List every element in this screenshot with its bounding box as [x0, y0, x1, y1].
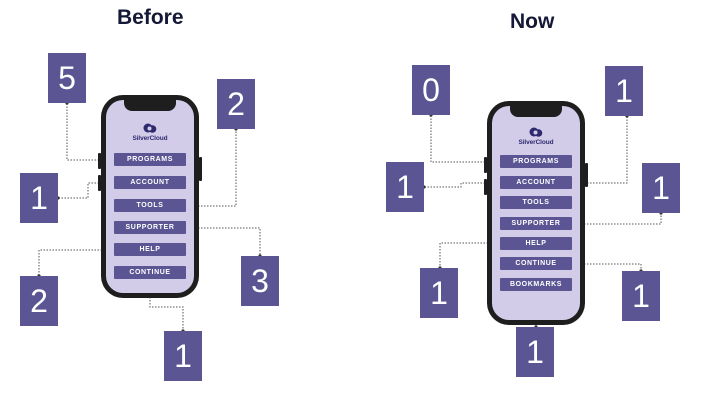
- connector-tools-now: [572, 116, 628, 184]
- programs-button-before[interactable]: PROGRAMS: [114, 153, 186, 166]
- tools-button-now[interactable]: TOOLS: [500, 196, 572, 209]
- continue-button-now[interactable]: CONTINUE: [500, 257, 572, 270]
- count-continue-now: 1: [622, 271, 660, 321]
- connector-continue-now: [572, 263, 642, 271]
- connector-supporter-before: [186, 227, 261, 256]
- connector-help-before: [38, 249, 114, 276]
- count-programs-before: 5: [48, 53, 86, 103]
- programs-button-now[interactable]: PROGRAMS: [500, 155, 572, 168]
- count-tools-before: 2: [217, 79, 255, 129]
- phone-notch: [510, 106, 562, 117]
- silvercloud-logo: SilverCloud: [492, 126, 580, 146]
- supporter-button-before[interactable]: SUPPORTER: [114, 221, 186, 234]
- brand-name: SilverCloud: [132, 135, 168, 142]
- phone-notch: [124, 100, 176, 111]
- cloud-icon: [529, 127, 543, 137]
- phone-screen-before: SilverCloud: [106, 100, 194, 293]
- cloud-icon: [143, 123, 157, 133]
- silvercloud-logo: SilverCloud: [106, 122, 194, 142]
- account-button-now[interactable]: ACCOUNT: [500, 176, 572, 189]
- bookmarks-button-now[interactable]: BOOKMARKS: [500, 278, 572, 291]
- count-supporter-now: 1: [642, 163, 680, 213]
- count-supporter-before: 3: [241, 256, 279, 306]
- connector-account-now: [424, 182, 500, 188]
- count-help-before: 2: [20, 276, 58, 326]
- now-heading: Now: [510, 10, 555, 33]
- tools-button-before[interactable]: TOOLS: [114, 199, 186, 212]
- brand-name: SilverCloud: [518, 139, 554, 146]
- count-programs-now: 0: [412, 65, 450, 115]
- count-account-now: 1: [386, 162, 424, 212]
- connector-programs-now: [430, 115, 500, 163]
- phone-side-button: [98, 175, 101, 191]
- help-button-before[interactable]: HELP: [114, 243, 186, 256]
- help-button-now[interactable]: HELP: [500, 237, 572, 250]
- continue-button-before[interactable]: CONTINUE: [114, 266, 186, 279]
- phone-before: SilverCloud: [98, 95, 202, 298]
- account-button-before[interactable]: ACCOUNT: [114, 176, 186, 189]
- count-tools-now: 1: [605, 66, 643, 116]
- connector-continue-before: [149, 279, 184, 331]
- connector-help-now: [439, 242, 500, 268]
- count-continue-before: 1: [164, 331, 202, 381]
- phone-side-button: [199, 157, 202, 181]
- count-bookmarks-now: 1: [516, 327, 554, 377]
- count-account-before: 1: [20, 173, 58, 223]
- count-help-now: 1: [420, 268, 458, 318]
- before-heading: Before: [117, 6, 184, 29]
- phone-side-button: [484, 179, 487, 195]
- phone-now: SilverCloud: [484, 101, 588, 325]
- phone-side-button: [585, 163, 588, 187]
- phone-side-button: [484, 157, 487, 173]
- connector-supporter-now: [572, 213, 662, 225]
- supporter-button-now[interactable]: SUPPORTER: [500, 217, 572, 230]
- phone-side-button: [98, 153, 101, 169]
